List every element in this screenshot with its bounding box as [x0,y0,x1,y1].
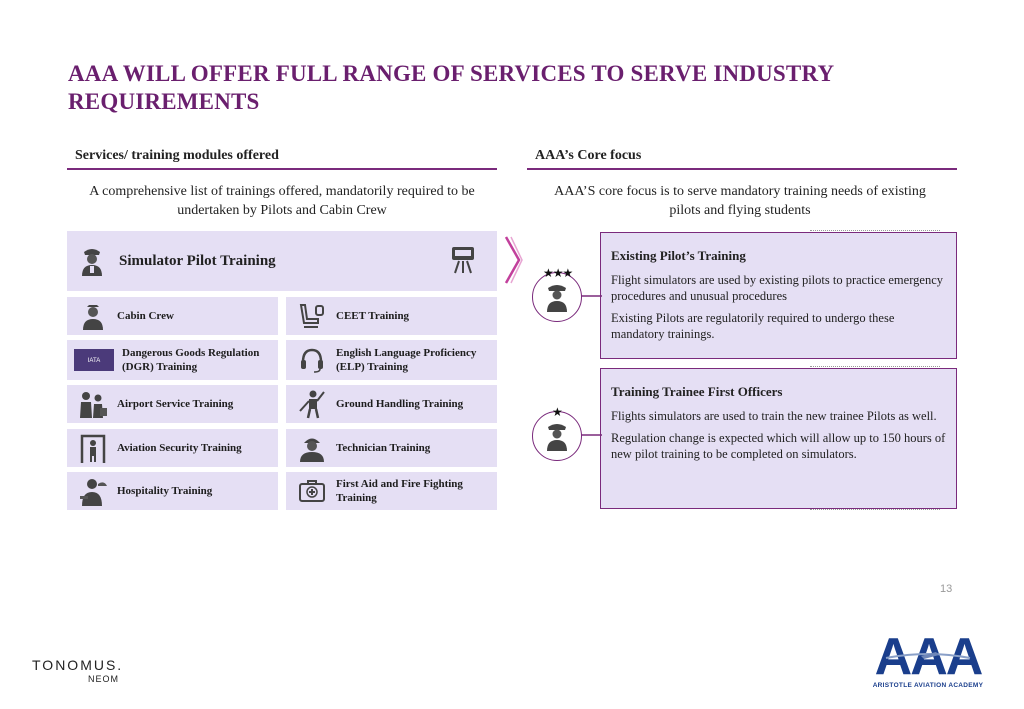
neom-logo-text: NEOM [88,674,119,684]
module-tile: Ground Handling Training [286,385,497,423]
module-label: Hospitality Training [117,485,213,497]
module-label: Airport Service Training [117,398,234,410]
hospitality-icon [77,475,109,507]
svg-text:IATA: IATA [88,358,100,364]
dotted-divider [810,230,940,231]
module-label: English Language Proficiency (ELP) Train… [336,347,477,373]
module-label: Ground Handling Training [336,398,464,410]
flight-attendant-icon [77,300,109,332]
security-gate-icon [77,432,109,464]
box-paragraph: Regulation change is expected which will… [611,431,946,461]
existing-pilot-training-box: Existing Pilot’s Training Flight simulat… [600,232,957,359]
dotted-divider [810,366,940,367]
module-tile: IATA Dangerous Goods Regulation (DGR) Tr… [67,340,278,380]
module-tile: English Language Proficiency (ELP) Train… [286,340,497,380]
dotted-divider [810,509,940,510]
seat-icon [296,300,328,332]
module-tile: First Aid and Fire Fighting Training [286,472,497,510]
technician-icon [296,432,328,464]
pilot-icon [546,284,567,312]
simulator-label: Simulator Pilot Training [119,252,276,269]
first-aid-kit-icon [296,475,328,507]
ground-handler-icon [296,388,328,420]
box-paragraph: Flights simulators are used to train the… [611,409,937,423]
services-heading: Services/ training modules offered [67,148,497,170]
chevron-right-icon [504,236,523,284]
module-label: Technician Training [336,442,431,454]
module-tile: CEET Training [286,297,497,335]
senior-pilot-badge [532,272,582,322]
simulator-pilot-training-panel: Simulator Pilot Training [67,231,497,291]
page-number: 13 [940,583,953,595]
module-label: Cabin Crew [117,310,174,322]
core-focus-heading: AAA’s Core focus [527,148,957,170]
module-tile: Technician Training [286,429,497,467]
trainee-first-officers-box: Training Trainee First Officers Flights … [600,368,957,509]
pilot-icon [546,423,567,451]
module-tile: Hospitality Training [67,472,278,510]
box-title: Training Trainee First Officers [611,384,783,399]
one-star-icon: ★ [552,405,563,419]
connector-lines [580,295,602,436]
box-paragraph: Existing Pilots are regulatorily require… [611,311,895,341]
box-title: Existing Pilot’s Training [611,248,746,263]
page-title: AAA WILL OFFER FULL RANGE OF SERVICES TO… [68,61,834,114]
services-description: A comprehensive list of trainings offere… [89,184,475,218]
core-focus-description: AAA’S core focus is to serve mandatory t… [554,184,926,218]
module-tile: Cabin Crew [67,297,278,335]
logo-subtitle: ARISTOTLE AVIATION ACADEMY [872,682,984,689]
box-paragraph: Flight simulators are used by existing p… [611,273,943,303]
module-label: Dangerous Goods Regulation (DGR) Trainin… [122,347,260,373]
module-tile: Airport Service Training [67,385,278,423]
module-label: First Aid and Fire Fighting Training [336,478,463,504]
headset-icon [296,344,328,376]
module-label: CEET Training [336,310,410,322]
pilot-icon [79,246,105,276]
aristotle-aviation-academy-logo: AAA [875,628,985,682]
airport-staff-icon [77,388,109,420]
iata-badge-icon: IATA [74,344,114,376]
module-label: Aviation Security Training [117,442,242,454]
tonomus-logo: TONOMUS. [32,657,124,673]
flight-simulator-icon [450,245,476,280]
module-tile: Aviation Security Training [67,429,278,467]
three-stars-icon: ★★★ [543,266,573,280]
trainee-pilot-badge [532,411,582,461]
